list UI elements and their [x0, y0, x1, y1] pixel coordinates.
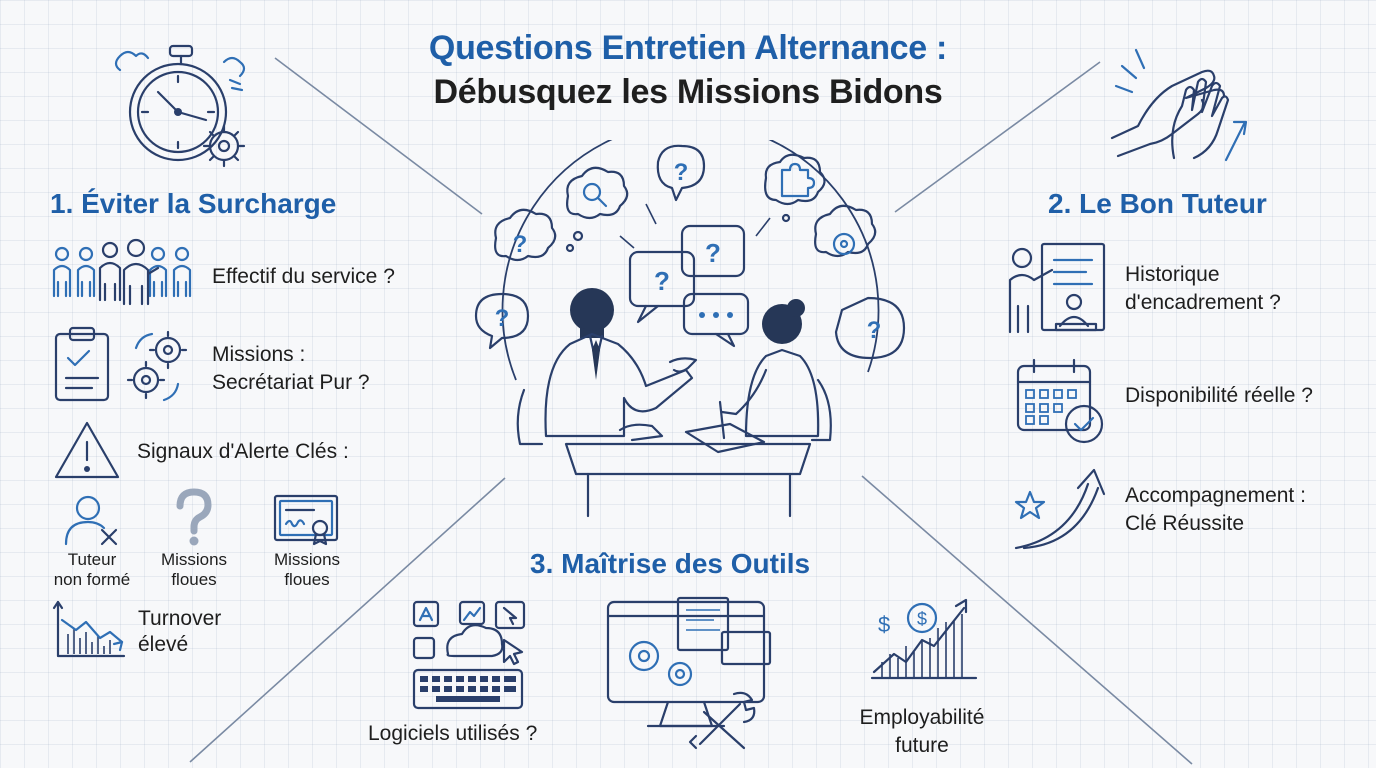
interviewer-woman-icon — [720, 299, 832, 442]
svg-text:?: ? — [495, 305, 510, 332]
certificate-icon — [273, 494, 339, 546]
teacher-board-icon — [1008, 242, 1106, 334]
section-3-item-3-line-1: Employabilité — [859, 706, 985, 729]
alert-3-label: Missions floues — [258, 550, 356, 590]
question-mark-icon — [176, 488, 212, 546]
svg-text:?: ? — [654, 266, 670, 296]
warning-triangle-icon — [54, 421, 120, 479]
helping-hands-icon — [1110, 48, 1248, 162]
section-1-item-2-label: Missions : Secrétariat Pur ? — [212, 341, 370, 397]
svg-text:?: ? — [674, 159, 689, 186]
chat-bubbles-icon: ? ? — [628, 224, 750, 348]
calendar-check-icon — [1016, 358, 1104, 444]
svg-text:$: $ — [917, 609, 927, 629]
svg-text:?: ? — [867, 317, 882, 344]
team-icon — [52, 238, 192, 306]
section-2-heading: 2. Le Bon Tuteur — [1048, 188, 1267, 219]
interviewer-man-icon — [516, 288, 698, 446]
monitor-tools-icon — [606, 596, 772, 750]
turnover-line-1: Turnover — [138, 607, 222, 630]
svg-text:$: $ — [878, 612, 890, 637]
software-keyboard-icon — [412, 600, 526, 710]
alert-1-line-2: non formé — [53, 570, 131, 589]
interview-scene-icon: ? ? ? ? ? ? — [474, 140, 906, 518]
user-cross-icon — [64, 495, 118, 546]
turnover-label: Turnover élevé — [138, 606, 221, 658]
thought-bubble-question-top-icon: ? — [656, 144, 706, 202]
thought-bubble-gear-icon — [814, 204, 877, 258]
section-1-item-2-line-1: Missions : — [212, 343, 306, 366]
section-1-item-1-label: Effectif du service ? — [212, 265, 395, 288]
connector-top-left — [274, 57, 483, 215]
alert-3-line-2: floues — [284, 570, 330, 589]
section-3-item-1-label: Logiciels utilisés ? — [368, 722, 538, 745]
title-line-1: Questions Entretien Alternance : — [428, 29, 948, 67]
stopwatch-gear-icon — [114, 44, 246, 168]
connector-top-right — [894, 61, 1101, 213]
clipboard-gears-icon — [54, 326, 188, 402]
alert-1-line-1: Tuteur — [67, 550, 117, 569]
thought-bubble-puzzle-icon — [764, 153, 826, 223]
section-2-item-1-label: Historique d'encadrement ? — [1125, 261, 1281, 317]
title-line-2: Débusquez les Missions Bidons — [433, 73, 943, 111]
section-3-heading: 3. Maîtrise des Outils — [530, 548, 811, 579]
thought-bubble-magnifier-icon — [565, 166, 629, 253]
alert-1-label: Tuteur non formé — [40, 550, 144, 590]
connector-bottom-right — [861, 475, 1193, 765]
section-2-item-1-line-1: Historique — [1125, 263, 1220, 286]
svg-text:?: ? — [513, 231, 528, 258]
thought-bubble-question-left-icon: ? — [494, 208, 557, 262]
section-2-item-3-line-2: Clé Réussite — [1125, 512, 1245, 535]
star-arrow-icon — [1014, 468, 1106, 550]
growth-chart-icon: $ $ — [870, 598, 978, 680]
section-3-item-3-line-2: future — [895, 734, 949, 757]
section-3-item-3-label: Employabilité future — [828, 704, 1016, 760]
section-2-item-1-line-2: d'encadrement ? — [1125, 291, 1281, 314]
speech-bubble-question-right-icon: ? — [834, 296, 906, 360]
section-2-item-3-label: Accompagnement : Clé Réussite — [1125, 482, 1306, 538]
section-2-item-3-line-1: Accompagnement : — [1125, 484, 1306, 507]
page-title: Questions Entretien Alternance : Débusqu… — [300, 26, 1076, 114]
section-2-item-2-label: Disponibilité réelle ? — [1125, 384, 1313, 407]
speech-bubble-question-far-left-icon: ? — [474, 292, 530, 350]
section-1-item-2-line-2: Secrétariat Pur ? — [212, 371, 370, 394]
section-1-heading: 1. Éviter la Surcharge — [50, 188, 337, 219]
alert-2-line-1: Missions — [160, 550, 228, 569]
alert-2-line-2: floues — [171, 570, 217, 589]
turnover-line-2: élevé — [138, 633, 189, 656]
declining-chart-icon — [52, 600, 126, 658]
alert-3-line-1: Missions — [273, 550, 341, 569]
connector-bottom-left — [189, 477, 506, 763]
section-1-item-3-label: Signaux d'Alerte Clés : — [137, 440, 349, 463]
svg-text:?: ? — [705, 238, 721, 268]
alert-2-label: Missions floues — [146, 550, 242, 590]
